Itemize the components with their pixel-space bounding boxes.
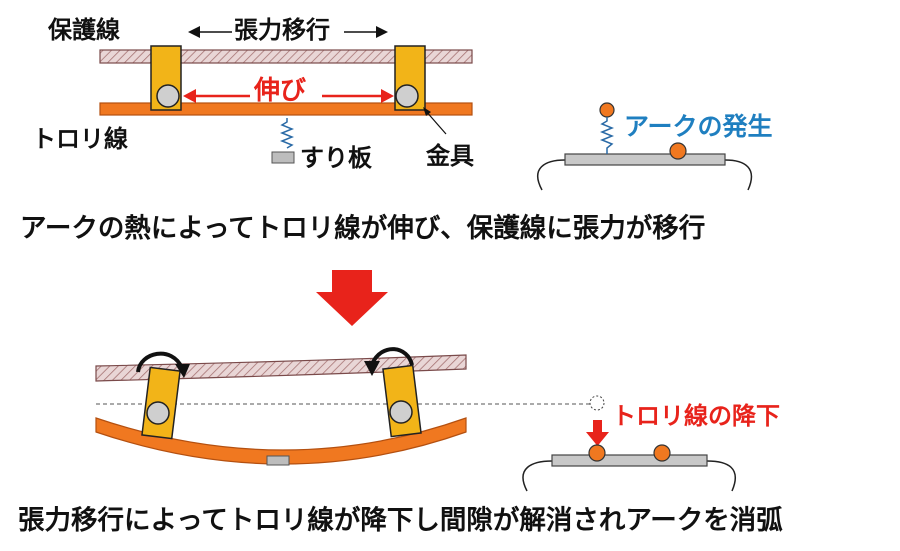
- fitting-left-pin-top: [156, 84, 180, 108]
- process-arrow-down: [316, 270, 388, 326]
- arc-occurrence-label: アークの発生: [624, 112, 773, 141]
- rotation-arrow-left: [136, 351, 184, 373]
- contact-strip-label: すり板: [300, 144, 372, 172]
- elongation-label: 伸び: [254, 76, 307, 106]
- trolley-wire-drop-label: トロリ線の降下: [612, 402, 780, 430]
- fitting-label: 金具: [426, 142, 474, 170]
- fitting-right-pin-top: [395, 84, 419, 108]
- tension-transfer-arrowhead-right: [376, 26, 388, 38]
- fitting-left-pin-bottom: [146, 401, 170, 425]
- trolley-wire-label: トロリ線: [32, 125, 128, 153]
- contact-point-2: [653, 444, 671, 462]
- elongation-arrowhead-left: [183, 89, 196, 103]
- spring-top: [279, 118, 295, 149]
- drop-arrow-shaft: [593, 420, 602, 433]
- tension-transfer-label: 張力移行: [234, 16, 330, 44]
- drop-arrow-head: [586, 432, 609, 446]
- pantograph-strip-top: [564, 153, 726, 166]
- pantograph-frame-bottom: [522, 460, 737, 492]
- protective-wire-top: [99, 49, 473, 64]
- fitting-pointer-head: [423, 107, 431, 116]
- trolley-wire-bottom: [95, 417, 467, 465]
- contact-strip-top: [271, 151, 295, 164]
- rotation-arrow-right: [370, 347, 414, 366]
- arc-source-dot: [599, 102, 615, 118]
- contact-point-1: [588, 444, 606, 462]
- fitting-right-pin-bottom: [389, 400, 413, 424]
- bottom-caption: 張力移行によってトロリ線が降下し間隙が解消されアークを消弧: [18, 505, 783, 536]
- rotation-arrowhead-left: [175, 364, 190, 378]
- elongation-arrowhead-right: [381, 89, 394, 103]
- contact-strip-bottom: [266, 455, 290, 466]
- pantograph-strip-bottom: [551, 454, 708, 467]
- original-position-dot: [589, 395, 605, 411]
- trolley-wire-top: [99, 102, 473, 116]
- rotation-arrowhead-right: [364, 361, 380, 376]
- arc-spark: [599, 117, 615, 154]
- arc-spot-top: [669, 142, 687, 160]
- tension-transfer-arrowhead-left: [188, 26, 200, 38]
- top-caption: アークの熱によってトロリ線が伸び、保護線に張力が移行: [20, 213, 706, 244]
- protective-wire-label: 保護線: [48, 16, 120, 44]
- pantograph-frame-top: [536, 159, 753, 191]
